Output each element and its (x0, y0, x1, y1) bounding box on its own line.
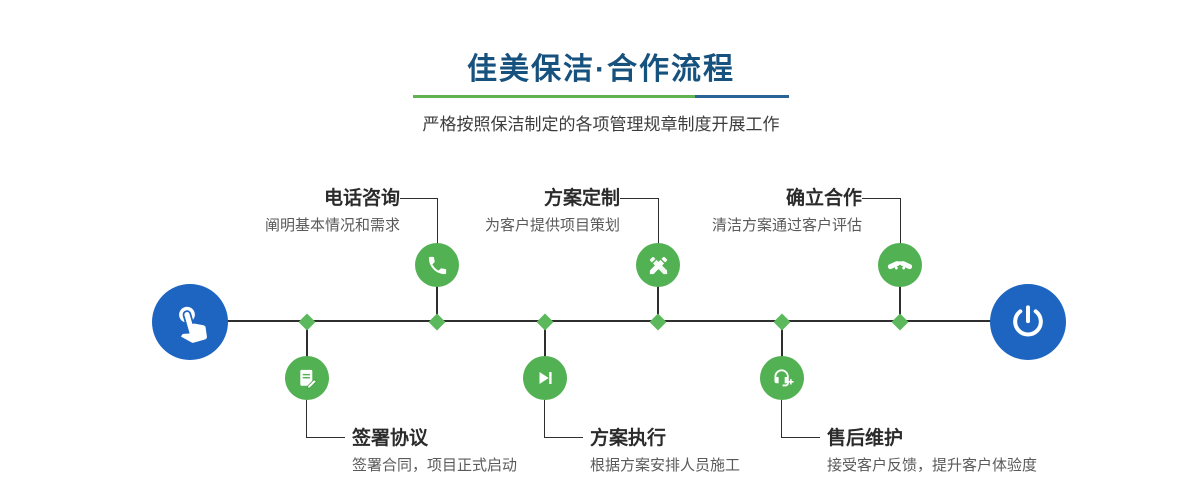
step-desc: 根据方案安排人员施工 (590, 457, 741, 474)
connector-stem (544, 322, 546, 378)
step-desc: 接受客户反馈，提升客户体验度 (827, 457, 1038, 474)
handshake-icon (887, 261, 913, 270)
play-step-icon (539, 372, 552, 384)
connector-elbow (862, 198, 901, 244)
title-divider (413, 95, 789, 98)
contract-icon (299, 369, 317, 389)
connector-stem (306, 322, 308, 378)
power-icon (1013, 305, 1043, 337)
connector-elbow (400, 198, 438, 244)
step-node-plan-custom (636, 243, 680, 287)
step-label-establish-coop: 确立合作 清洁方案通过客户评估 (712, 187, 862, 236)
connector-stem (657, 265, 659, 322)
step-title: 签署协议 (352, 428, 429, 449)
headset-icon (773, 368, 794, 386)
step-node-establish-coop (878, 243, 922, 287)
step-node-plan-execution (523, 356, 567, 400)
step-label-after-sales: 售后维护 接受客户反馈，提升客户体验度 (827, 427, 1037, 476)
timeline-diamond (428, 313, 446, 331)
connector-elbow (620, 198, 659, 244)
end-node (990, 284, 1066, 360)
step-title: 方案执行 (590, 428, 667, 449)
step-desc: 签署合同，项目正式启动 (352, 457, 518, 474)
connector-elbow (306, 400, 345, 438)
timeline-diamond (773, 313, 791, 331)
design-tools-icon (649, 256, 667, 274)
timeline-diamond (298, 313, 316, 331)
timeline-diamond (649, 313, 667, 331)
timeline-diamond (891, 313, 909, 331)
divider-green-segment (413, 95, 695, 98)
page-title: 佳美保洁·合作流程 (467, 53, 735, 86)
timeline-line (190, 320, 1028, 322)
step-title: 售后维护 (827, 428, 904, 449)
timeline-diamond (536, 313, 554, 331)
step-label-plan-custom: 方案定制 为客户提供项目策划 (485, 187, 620, 236)
start-node (152, 284, 228, 360)
connector-elbow (544, 400, 583, 438)
connector-stem (899, 265, 901, 322)
hand-pointer-icon (179, 306, 207, 343)
step-label-sign-agreement: 签署协议 签署合同，项目正式启动 (352, 427, 517, 476)
step-title: 确立合作 (785, 188, 862, 209)
page-subtitle: 严格按照保洁制定的各项管理规章制度开展工作 (422, 115, 780, 134)
step-desc: 阐明基本情况和需求 (264, 217, 400, 234)
connector-stem (436, 265, 438, 322)
phone-icon (428, 256, 446, 274)
connector-stem (781, 322, 783, 378)
step-title: 方案定制 (543, 188, 620, 209)
step-desc: 清洁方案通过客户评估 (711, 217, 862, 234)
step-node-after-sales (760, 356, 804, 400)
step-label-phone-consult: 电话咨询 阐明基本情况和需求 (265, 187, 400, 236)
step-desc: 为客户提供项目策划 (484, 217, 620, 234)
step-node-phone-consult (415, 243, 459, 287)
step-label-plan-execution: 方案执行 根据方案安排人员施工 (590, 427, 740, 476)
divider-blue-segment (695, 95, 789, 98)
connector-elbow (781, 400, 820, 438)
step-node-sign-agreement (285, 356, 329, 400)
step-title: 电话咨询 (323, 188, 400, 209)
